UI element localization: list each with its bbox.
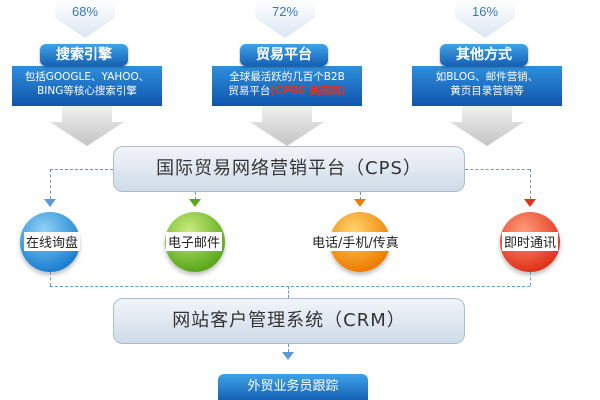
channel-label: 在线询盘: [24, 232, 81, 251]
arrow-icon: [55, 0, 115, 38]
down-arrow-icon: [50, 106, 124, 146]
source-title: 贸易平台: [240, 44, 328, 66]
connector-line: [530, 272, 531, 286]
arrow-down-icon: [44, 199, 56, 207]
connector-line: [288, 286, 289, 298]
down-arrow-icon: [250, 106, 324, 146]
channel-label: 即时通讯: [502, 232, 559, 251]
connector-line: [50, 286, 530, 287]
followup-box: 外贸业务员跟踪: [218, 374, 368, 400]
connector-line: [50, 169, 51, 199]
connector-line: [50, 272, 51, 286]
source-body: 包括GOOGLE、YAHOO、 BING等核心搜索引擎: [12, 66, 162, 106]
top-arrows: [55, 0, 515, 38]
source-line: 黄页目录营销等: [450, 85, 524, 97]
source-percent-trade: 72%: [271, 4, 299, 19]
channel-label: 电子邮件: [166, 232, 223, 251]
funnel-arrows: [50, 106, 524, 146]
source-percent-other: 16%: [471, 4, 499, 19]
channel-label: 电话/手机/传真: [310, 232, 401, 251]
source-title: 搜索引擎: [40, 44, 128, 66]
source-line-2: 贸易平台(CPBE 美商网): [212, 84, 362, 98]
source-line: BING等核心搜索引擎: [37, 85, 137, 97]
connector-line: [360, 192, 361, 200]
source-line: 包括GOOGLE、YAHOO、: [24, 71, 150, 83]
crm-box: 网站客户管理系统（CRM）: [113, 298, 465, 344]
source-line: 如BLOG、邮件营销、: [435, 71, 539, 83]
connector-line: [465, 169, 530, 170]
connector-line: [50, 169, 113, 170]
source-percent-search: 68%: [71, 4, 99, 19]
arrow-down-icon: [282, 352, 294, 360]
platform-box: 国际贸易网络营销平台（CPS）: [113, 146, 465, 192]
source-highlight: (CPBE 美商网): [270, 85, 346, 97]
arrow-down-icon: [189, 199, 201, 207]
source-title: 其他方式: [440, 44, 528, 66]
arrow-icon: [455, 0, 515, 38]
source-line: 全球最活跃的几百个B2B: [229, 71, 345, 83]
arrow-down-icon: [354, 199, 366, 207]
arrow-down-icon: [524, 199, 536, 207]
down-arrow-icon: [450, 106, 524, 146]
connector-line: [288, 344, 289, 352]
source-body: 如BLOG、邮件营销、 黄页目录营销等: [412, 66, 562, 106]
connector-line: [530, 169, 531, 199]
connector-line: [195, 192, 196, 200]
arrow-icon: [255, 0, 315, 38]
source-line-text: 贸易平台: [228, 85, 271, 97]
source-body: 全球最活跃的几百个B2B 贸易平台(CPBE 美商网): [212, 66, 362, 106]
